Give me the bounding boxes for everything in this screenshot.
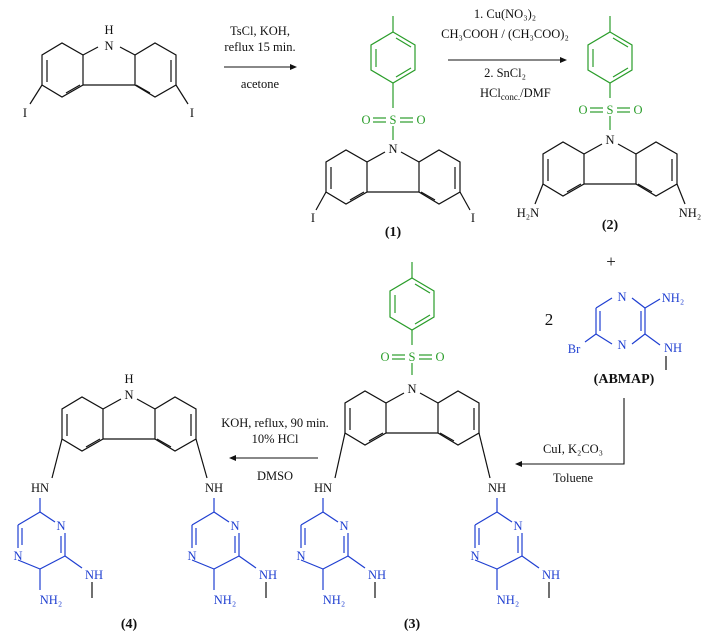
amine-group: NH₂ (662, 291, 684, 305)
atom-oxygen: O (361, 113, 370, 127)
step2-reagent-1: 1. Cu(NO₃)₂ (474, 7, 536, 21)
bromine-atom: Br (568, 342, 581, 356)
atom-n: N (339, 519, 348, 533)
atom-n: N (513, 519, 522, 533)
amine-group: NH₂ (214, 593, 236, 607)
compound-4-label: (4) (121, 617, 138, 632)
plus-sign: + (606, 252, 616, 271)
step3-catalyst: CuI, K₂CO₃ (543, 442, 603, 456)
atom-n: N (388, 142, 397, 156)
atom-n: N (56, 519, 65, 533)
atom-iodine: I (311, 211, 315, 225)
abmap-structure: 2 N N NH₂ NH Br (ABMAP) (545, 290, 684, 387)
atom-n: N (605, 133, 614, 147)
methylamine-group: NH (368, 568, 386, 582)
step2-solvent-1: CH₃COOH / (CH₃COO)₂ (441, 27, 569, 41)
compound-2-label: (2) (602, 218, 619, 233)
atom-sulfur: S (390, 113, 397, 127)
amine-linker: NH (488, 481, 506, 495)
atom-n: N (296, 549, 305, 563)
atom-iodine: I (471, 211, 475, 225)
methylamine-group: NH (259, 568, 277, 582)
reaction-arrow-step1: TsCl, KOH, reflux 15 min. acetone (224, 24, 297, 91)
methylamine-group: NH (85, 568, 103, 582)
atom-oxygen: O (416, 113, 425, 127)
atom-n: N (104, 39, 113, 53)
atom-h: H (124, 372, 133, 386)
amine-group: NH₂ (679, 206, 701, 220)
atom-n: N (617, 338, 626, 352)
step4-acid: 10% HCl (252, 432, 299, 446)
stoichiometric-coefficient: 2 (545, 310, 554, 329)
compound-3-structure: S O O N HN NH N N NH NH₂ (296, 262, 560, 632)
amine-linker: NH (205, 481, 223, 495)
atom-sulfur: S (409, 350, 416, 364)
atom-h: H (104, 23, 113, 37)
step4-conditions: KOH, reflux, 90 min. (221, 416, 329, 430)
starting-material-diiodocarbazole: H N I I (23, 23, 194, 120)
atom-n: N (407, 382, 416, 396)
amine-linker: HN (314, 481, 332, 495)
atom-oxygen: O (633, 103, 642, 117)
abmap-label: (ABMAP) (594, 372, 655, 387)
compound-2-structure: S O O N H₂N NH₂ (2) (517, 16, 701, 233)
reaction-arrow-step4: KOH, reflux, 90 min. 10% HCl DMSO (221, 416, 329, 483)
atom-oxygen: O (380, 350, 389, 364)
compound-1-structure: S O O N I I (1) (311, 16, 475, 240)
compound-4-structure: H N HN NH N N NH NH₂ N N NH (13, 372, 277, 632)
amine-group: NH₂ (40, 593, 62, 607)
atom-oxygen: O (578, 103, 587, 117)
atom-iodine: I (190, 106, 194, 120)
compound-3-label: (3) (404, 617, 421, 632)
methylamine-group: NH (664, 341, 682, 355)
step2-reagent-2: 2. SnCl₂ (484, 66, 526, 80)
methylamine-group: NH (542, 568, 560, 582)
compound-1-label: (1) (385, 225, 402, 240)
atom-n: N (13, 549, 22, 563)
amine-linker: HN (31, 481, 49, 495)
step2-solvent-2: HClconc./DMF (480, 86, 551, 102)
amine-group: NH₂ (497, 593, 519, 607)
step3-solvent: Toluene (553, 471, 594, 485)
amine-group: H₂N (517, 206, 539, 220)
atom-oxygen: O (435, 350, 444, 364)
atom-n: N (187, 549, 196, 563)
step4-solvent: DMSO (257, 469, 293, 483)
step1-condition: reflux 15 min. (224, 40, 295, 54)
reaction-arrow-step3: CuI, K₂CO₃ Toluene (515, 398, 625, 485)
step1-solvent: acetone (241, 77, 280, 91)
amine-group: NH₂ (323, 593, 345, 607)
atom-n: N (470, 549, 479, 563)
atom-n: N (617, 290, 626, 304)
atom-iodine: I (23, 106, 27, 120)
step1-reagent: TsCl, KOH, (230, 24, 290, 38)
atom-n: N (124, 388, 133, 402)
reaction-arrow-step2: 1. Cu(NO₃)₂ CH₃COOH / (CH₃COO)₂ 2. SnCl₂… (441, 7, 569, 102)
atom-n: N (230, 519, 239, 533)
atom-sulfur: S (607, 103, 614, 117)
